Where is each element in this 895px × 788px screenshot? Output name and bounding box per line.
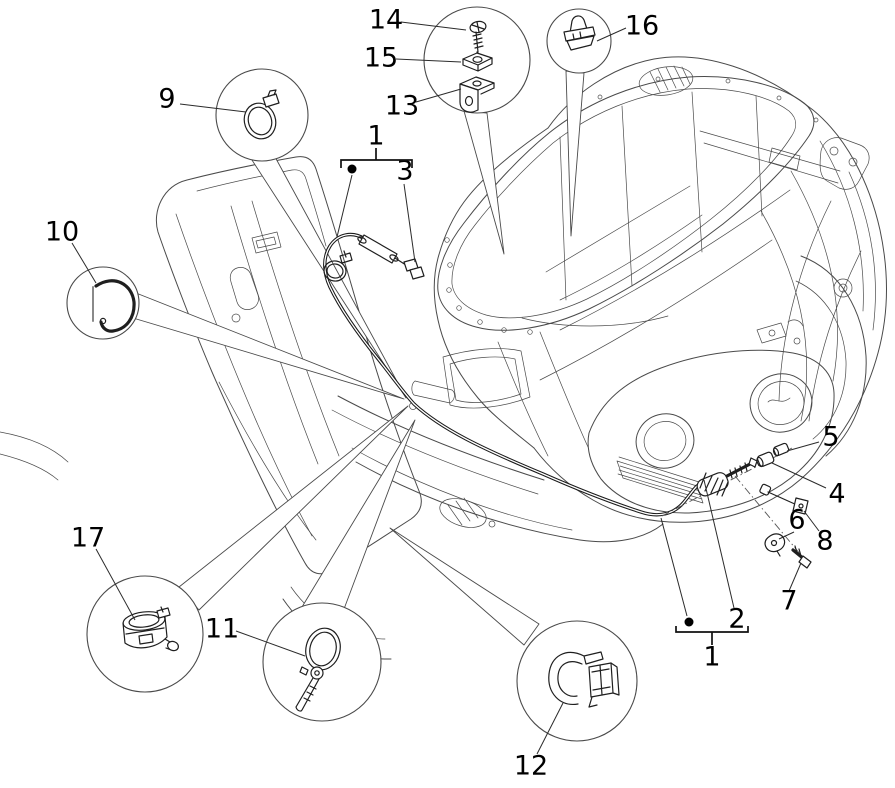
body-clip-icon — [563, 15, 596, 51]
transmission-cable-art — [323, 232, 812, 569]
hose-clamp-icon — [243, 89, 280, 140]
callout-circle-retaining-ring — [66, 266, 140, 340]
retaining-ring-icon — [92, 279, 136, 333]
leader-line-4 — [771, 462, 827, 489]
cable-spring-end-art — [696, 457, 758, 497]
callout-part-glyphs — [92, 15, 620, 712]
cable-clamp-ring-art — [323, 250, 353, 282]
leader-line-9 — [179, 103, 247, 113]
callout-pointer-wedge — [132, 292, 405, 400]
part-label-4: 4 — [828, 479, 845, 510]
cable-tie-icon — [295, 627, 341, 712]
part-label-8: 8 — [816, 526, 833, 557]
callout-circle-cable-tie — [262, 602, 382, 722]
callout-circle-cable-clamp — [86, 575, 204, 693]
leader-line-8 — [803, 510, 820, 532]
assembly-axis-lower — [734, 475, 807, 562]
part-label-2: 2 — [728, 604, 745, 635]
spring-clip-icon — [548, 651, 620, 708]
callout-circles — [66, 6, 638, 742]
group-label-1: 1 — [367, 121, 384, 152]
part-label-17: 17 — [71, 523, 105, 554]
part-label-5: 5 — [822, 422, 839, 453]
part-label-3: 3 — [396, 156, 413, 187]
front-fairing-art — [155, 156, 422, 575]
lever-piece-art — [764, 533, 786, 557]
part-label-10: 10 — [45, 217, 79, 248]
part-label-15: 15 — [364, 43, 398, 74]
leader-line-15 — [395, 58, 462, 63]
pin-bushing-art — [772, 442, 790, 457]
leader-line-3 — [403, 183, 416, 263]
leader-line-14 — [400, 21, 467, 31]
leader-line-16 — [596, 27, 627, 42]
part-label-14: 14 — [369, 5, 403, 36]
part-label-13: 13 — [385, 91, 419, 122]
cable-assembly-bullet — [347, 164, 357, 174]
rod-plate-art — [759, 483, 809, 515]
cable-clamp-icon — [122, 606, 179, 652]
leader-line-11 — [235, 630, 306, 657]
leader-line-6 — [778, 531, 795, 540]
leader-line-5 — [786, 441, 820, 452]
part-label-7: 7 — [780, 586, 797, 617]
leader-line-17 — [95, 548, 136, 621]
bullet-leader-line — [660, 517, 688, 617]
leader-line-7 — [788, 562, 802, 592]
part-label-9: 9 — [158, 84, 175, 115]
scooter-line-art — [0, 56, 887, 660]
callout-circle-spring-clip — [516, 620, 638, 742]
bullet-leader-line — [336, 174, 353, 238]
callout-pointer-wedge — [389, 527, 540, 646]
cable-assembly-bullet — [684, 617, 694, 627]
part-label-12: 12 — [514, 751, 548, 782]
callout-pointer-wedge — [249, 154, 407, 399]
leader-line-12 — [536, 702, 564, 755]
cable-upper-end-art — [357, 234, 425, 280]
rear-body-art — [433, 56, 887, 523]
leader-line-10 — [71, 242, 97, 284]
callout-pointer-wedge — [565, 70, 585, 237]
leader-line-2 — [703, 479, 735, 609]
bolt-art — [791, 545, 812, 569]
screw-nut-bracket-icon — [459, 20, 495, 113]
callout-pointer-wedges — [132, 70, 585, 646]
group-label-1: 1 — [703, 642, 720, 673]
leader-line-13 — [415, 88, 462, 103]
part-label-11: 11 — [205, 614, 239, 645]
part-label-16: 16 — [625, 11, 659, 42]
barrel-nut-art — [756, 451, 775, 468]
engine-art — [587, 319, 835, 514]
part-label-6: 6 — [788, 505, 805, 536]
callout-circle-hose-clamp — [215, 68, 309, 162]
